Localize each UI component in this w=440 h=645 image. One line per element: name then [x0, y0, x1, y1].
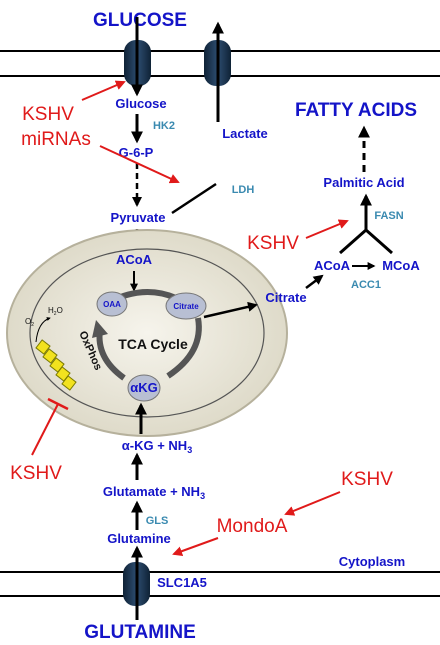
kshv-to-fasn-arrow — [305, 219, 349, 239]
kshv-to-mondoa-arrow — [284, 491, 341, 516]
oaa-label: OAA — [103, 300, 121, 309]
lactate-label: Lactate — [222, 126, 268, 141]
kshv-oxphos-label: KSHV — [10, 463, 62, 484]
gls-label: GLS — [146, 515, 169, 527]
palmitic-label: Palmitic Acid — [323, 175, 404, 190]
kshv-mirnas-to-glucose-transporter-arrow — [81, 80, 126, 101]
citrate-inner-node — [165, 292, 207, 320]
fasn-merge-lines — [339, 193, 393, 255]
h2o-label: H2O — [48, 306, 63, 317]
citrate-to-acoa-arrow — [305, 274, 324, 289]
o2-label: O2 — [25, 317, 34, 328]
glutamate-nh3-label: Glutamate + NH3 — [103, 484, 205, 501]
akg-node — [127, 374, 161, 402]
glutamine-bottom-label: GLUTAMINE — [84, 622, 196, 643]
fatty-acids-label: FATTY ACIDS — [295, 100, 417, 121]
citrate-out-label: Citrate — [265, 290, 306, 305]
kshv-mirnas-label-1: KSHV — [22, 104, 74, 125]
slc1a5-label: SLC1A5 — [157, 575, 207, 590]
oxphos-complexes — [35, 339, 77, 391]
mondoa-label: MondoA — [217, 516, 288, 537]
pyruvate-label: Pyruvate — [111, 210, 166, 225]
acoa-mito-label: ACoA — [116, 252, 153, 267]
acoa-cyto-label: ACoA — [314, 258, 351, 273]
oaa-node — [96, 291, 128, 317]
fasn-label: FASN — [374, 210, 403, 222]
mitochondrion — [6, 229, 288, 437]
kshv-fasn-label: KSHV — [247, 233, 299, 254]
akg-label: αKG — [130, 380, 158, 395]
kshv-mirnas-label-2: miRNAs — [21, 129, 91, 150]
glutamine-label: Glutamine — [107, 531, 171, 546]
g6p-label: G-6-P — [119, 145, 154, 160]
kshv-mirnas-to-ldh-arrow — [99, 145, 180, 184]
citrate-export-arrow — [203, 301, 258, 319]
citrate-inner-label: Citrate — [173, 302, 199, 311]
ldh-label: LDH — [232, 184, 255, 196]
cytoplasm-label: Cytoplasm — [339, 554, 405, 569]
acc1-label: ACC1 — [351, 279, 381, 291]
tca-cycle-label: TCA Cycle — [118, 336, 188, 352]
bottom-membrane — [0, 571, 440, 597]
pyruvate-to-lactate-arrow — [171, 182, 217, 215]
kshv-mondoa-label: KSHV — [341, 469, 393, 490]
glucose-top-label: GLUCOSE — [93, 10, 187, 31]
mcoa-label: MCoA — [382, 258, 420, 273]
akg-nh3-label: α-KG + NH3 — [122, 438, 192, 455]
kshv-oxphos-inhibition — [31, 397, 69, 456]
mondoa-to-glutamine-arrow — [172, 537, 219, 556]
o2-to-h2o-arrow — [35, 317, 51, 343]
hk2-label: HK2 — [153, 120, 175, 132]
glucose-label: Glucose — [115, 96, 166, 111]
